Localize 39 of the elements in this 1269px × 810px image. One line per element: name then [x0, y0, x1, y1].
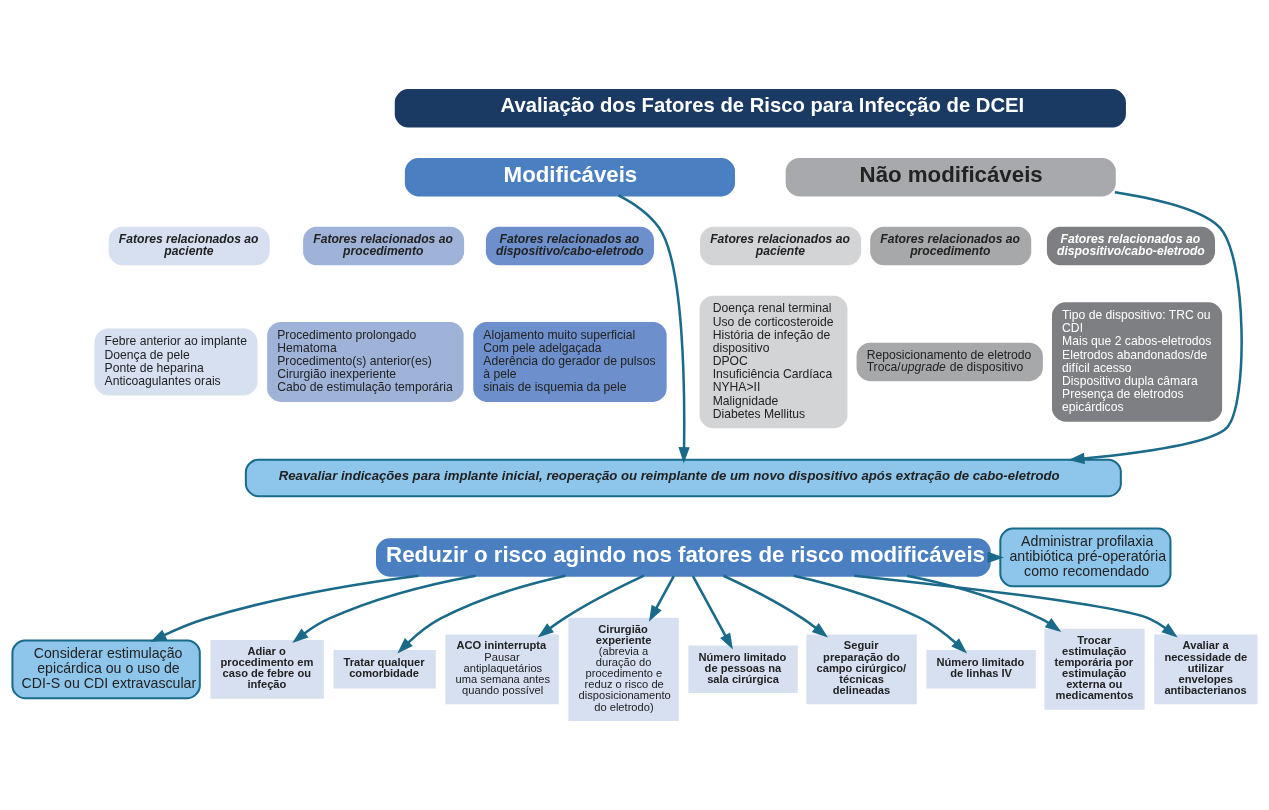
node-box: Avaliar a necessidade de utilizar envelopes antibacterianos	[1154, 634, 1258, 705]
node-box: Fatores relacionados ao procedimento	[870, 226, 1032, 266]
node-box: Adiar o procedimento em caso de febre ou infeção	[210, 639, 324, 699]
node-box: Número limitado de linhas IV	[926, 650, 1036, 689]
node-box: Não modificáveis	[785, 157, 1116, 197]
arrow	[793, 574, 968, 654]
arrow	[150, 574, 419, 643]
node-box: Fatores relacionados ao procedimento	[303, 226, 465, 266]
node-box: Seguir preparação do campo cirúrgico/ técnicas delineadas	[806, 634, 917, 705]
node-box: Febre anterior ao implante Doença de pele Ponte de heparina Anticoagulantes orais	[94, 328, 258, 396]
arrow	[1068, 190, 1243, 465]
node-box: Alojamento muito superficial Com pele adelgaçada Aderência do gerador de pulsos à pele sinais de isquemia da pele	[473, 321, 667, 402]
node-box: Procedimento prolongado Hematoma Procedimento(s) anterior(es) Cirurgião inexperiente Cabo de estimulação temporária	[267, 321, 464, 402]
arrow	[617, 194, 690, 464]
arrow	[537, 574, 645, 638]
node-box: Reposicionamento de eletrodo Troca/upgrade de dispositivo	[856, 342, 1043, 382]
node-box: Tipo de dispositivo: TRC ou CDI Mais que 2 cabos-eletrodos Eletrodos abandonados/de difícil acesso Dispositivo dupla câmara Presença de eletrodos epicárdicos	[1052, 302, 1223, 422]
arrow	[691, 575, 733, 650]
arrow	[397, 574, 566, 654]
arrow	[854, 574, 1178, 638]
node-box: Fatores relacionados ao dispositivo/cabo-eletrodo	[1046, 226, 1216, 266]
node-box: Reavaliar indicações para implante inicial, reoperação ou reimplante de um novo dispositivo após extração de cabo-eletrodo	[244, 458, 1122, 498]
node-box: Fatores relacionados ao paciente	[700, 226, 862, 266]
node-box: Modificáveis	[404, 157, 735, 197]
node-box: Doença renal terminal Uso de corticosteroide História de infeção de dispositivo DPOC Insuficiência Cardíaca NYHA>II Malignidade Diabetes Mellitus	[699, 295, 848, 429]
node-box: Trocar estimulação temporária por estimulação externa ou medicamentos	[1044, 628, 1145, 710]
arrow	[292, 574, 476, 644]
arrow	[906, 574, 1062, 632]
node-box: Fatores relacionados ao paciente	[108, 226, 270, 266]
arrow	[722, 574, 829, 638]
arrow	[648, 575, 675, 622]
node-box: Número limitado de pessoas na sala cirúrgica	[688, 645, 798, 694]
node-box: Avaliação dos Fatores de Risco para Infecção de DCEI	[394, 89, 1126, 128]
node-box: Tratar qualquer comorbidade	[333, 650, 436, 689]
node-box: Considerar estimulação epicárdica ou o uso de CDI-S ou CDI extravascular	[11, 639, 201, 700]
node-box: Fatores relacionados ao dispositivo/cabo-eletrodo	[485, 226, 654, 266]
node-box: Administrar profilaxia antibiótica pré-operatória como recomendado	[999, 527, 1172, 588]
node-box: ACO ininterrupta Pausar antiplaquetários uma semana antes quando possível	[445, 634, 559, 705]
node-box: Cirurgião experiente (abrevia a duração do procedimento e reduz o risco de disposicionamento do eletrodo)	[568, 617, 679, 721]
